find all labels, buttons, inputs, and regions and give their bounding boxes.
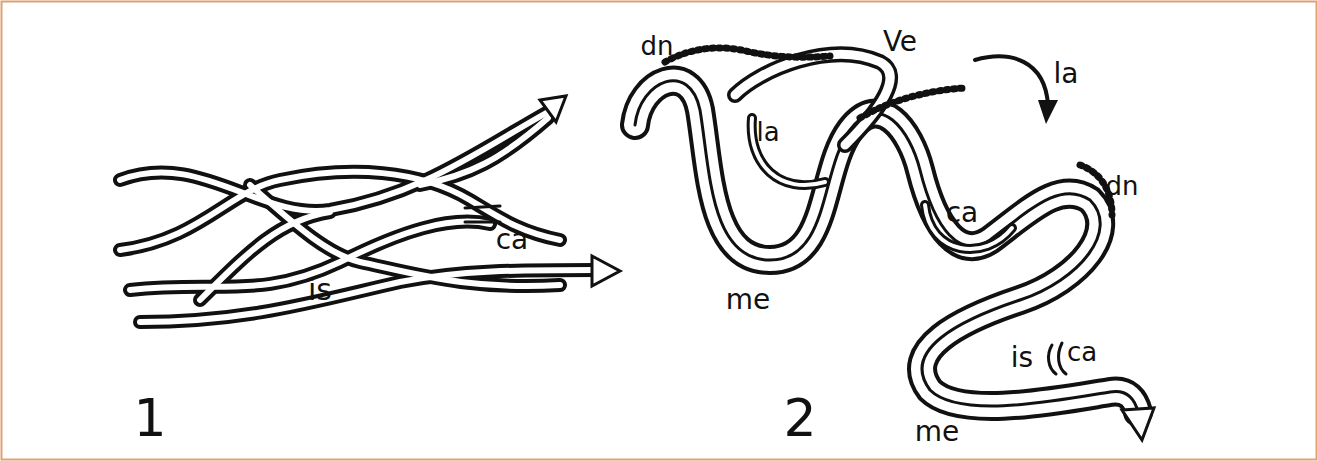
- part-label: ca: [496, 226, 529, 254]
- part-label: is: [1011, 344, 1033, 372]
- part-label: ca: [946, 199, 979, 227]
- part-label: la: [756, 119, 779, 145]
- part-label: me: [915, 418, 960, 446]
- part-label: 1: [133, 392, 166, 444]
- part-label: ca: [1067, 339, 1097, 365]
- part-label: la: [1054, 60, 1079, 88]
- part-label: me: [726, 286, 771, 314]
- part-label: dn: [1106, 173, 1139, 199]
- part-label: dn: [641, 33, 674, 59]
- part-label: 2: [783, 392, 816, 444]
- part-label: is: [308, 275, 332, 305]
- part-label: Ve: [883, 28, 917, 56]
